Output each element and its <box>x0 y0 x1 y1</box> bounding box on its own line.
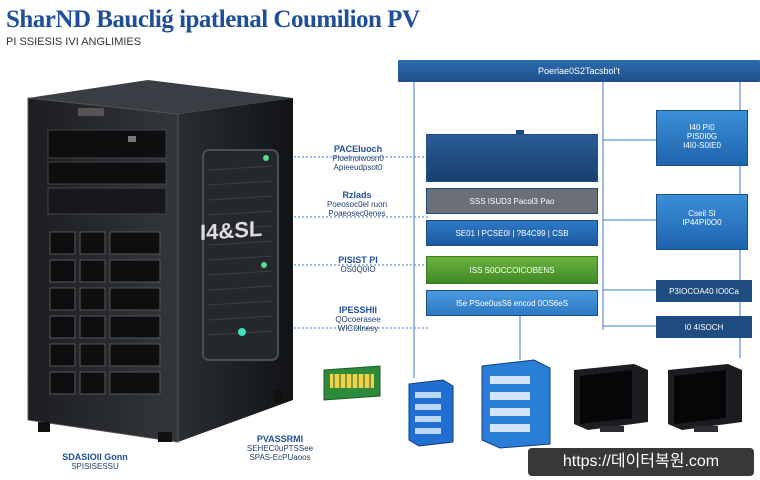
server-tower-icon <box>27 80 293 443</box>
right-box-label: Cseil SI <box>688 209 716 218</box>
circuit-board-icon <box>323 365 381 401</box>
label-line: Poaeosec0enes <box>328 209 386 218</box>
diagram-header-bar: Poerlae0S2Tacsbol’t <box>398 60 760 82</box>
label-line: SPISISESSU <box>71 462 119 471</box>
right-box-line: I4I0-S0IE0 <box>683 141 721 150</box>
rack-row-5: I5e PSoe0usS6 encod 0OS6eS <box>426 290 598 316</box>
right-box-3: P3IOCOA40 IO0Ca <box>656 280 752 302</box>
label-heading: PVASSRMI <box>256 434 304 444</box>
page-subtitle: PI SSIESIS IVI ANGLIMIES <box>6 36 142 48</box>
right-box-label: I40 PI0 <box>689 123 715 132</box>
label-line: SEHEC0uPTSSee <box>246 444 314 453</box>
label-line: Poeosoc0el ruon <box>326 200 388 209</box>
label-line: Ploelnoiwosn0 <box>332 154 384 163</box>
label-line: SPAS-EcPUaoos <box>249 453 311 462</box>
right-box-2: Cseil SI IP44PI0O0 <box>656 194 748 250</box>
right-box-label: P3IOCOA40 IO0Ca <box>669 287 739 296</box>
rack-row-4: ISS S0OCCOICOBENS <box>426 256 598 284</box>
server-panel-text: I4&SL <box>200 215 263 246</box>
bottom-label-group-1: SDASIOII Gonn SPISISESSU <box>40 452 150 471</box>
label-line: WIC0llnesy <box>337 324 379 333</box>
page-title: SharND Baucliǵ ipatlenal Coumilion PV <box>6 6 420 33</box>
rack-row-1 <box>426 134 598 182</box>
rack-server-icon <box>408 379 454 447</box>
rack-row-label: SE01 I PCSE0I | ?B4C99 | CSB <box>455 229 569 238</box>
label-heading: PACEIuoch <box>333 144 383 154</box>
watermark-url: https://데이터복원.com <box>528 448 754 476</box>
rack-server-icon <box>481 359 551 449</box>
label-heading: Rzlads <box>342 190 372 200</box>
label-group-2: Rzlads Poeosoc0el ruon Poaeosec0enes <box>312 190 402 218</box>
label-line: OS0Q0IO <box>340 265 376 274</box>
right-box-4: I0 4ISOCH <box>656 316 752 338</box>
label-heading: IPESSHII <box>338 305 377 315</box>
rack-row-label: ISS S0OCCOICOBENS <box>469 266 555 275</box>
right-box-line: PIS0I0G <box>686 132 718 141</box>
rack-row-2: SSS ISUD3 Pacol3 Pao <box>426 188 598 214</box>
label-line: QOcoerasee <box>335 315 381 324</box>
label-group-3: PISIST PI OS0Q0IO <box>318 255 398 274</box>
rack-row-3: SE01 I PCSE0I | ?B4C99 | CSB <box>426 220 598 246</box>
rack-row-label: I5e PSoe0usS6 encod 0OS6eS <box>455 299 569 308</box>
label-heading: SDASIOII Gonn <box>62 452 128 462</box>
monitor-icon <box>574 364 648 432</box>
right-box-1: I40 PI0 PIS0I0G I4I0-S0IE0 <box>656 110 748 166</box>
bottom-label-group-2: PVASSRMI SEHEC0uPTSSee SPAS-EcPUaoos <box>240 434 320 462</box>
right-box-line: IP44PI0O0 <box>682 218 722 227</box>
label-group-4: IPESSHII QOcoerasee WIC0llnesy <box>318 305 398 333</box>
label-heading: PISIST PI <box>338 255 378 265</box>
right-box-label: I0 4ISOCH <box>684 323 724 332</box>
monitor-icon <box>668 364 742 432</box>
label-group-1: PACEIuoch Ploelnoiwosn0 Apieeudpsot0 <box>318 144 398 172</box>
rack-row-label: SSS ISUD3 Pacol3 Pao <box>469 197 555 206</box>
label-line: Apieeudpsot0 <box>333 163 383 172</box>
